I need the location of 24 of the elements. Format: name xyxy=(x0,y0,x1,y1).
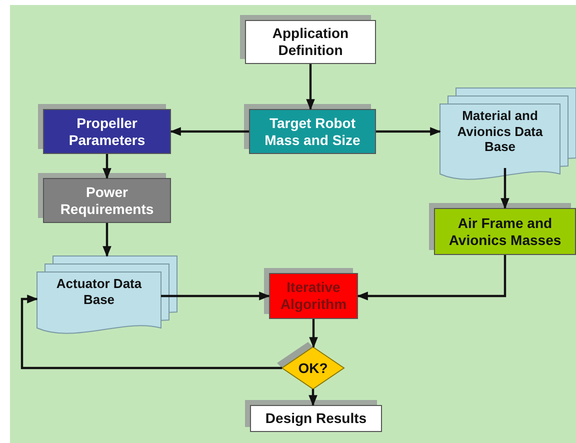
arrow xyxy=(102,154,112,180)
arrow xyxy=(308,389,318,406)
arrow xyxy=(500,168,510,210)
arrow xyxy=(376,127,442,136)
node-label: Power Requirements xyxy=(59,184,155,218)
document-stack xyxy=(440,88,576,180)
arrow xyxy=(170,127,249,136)
decision-diamond xyxy=(277,342,344,389)
arrow xyxy=(161,292,270,300)
document-stack xyxy=(37,256,177,334)
node-label: Air Frame and Avionics Masses xyxy=(448,214,562,248)
node-label: Iterative Algorithm xyxy=(279,279,348,313)
node-label: Actuator Data Base xyxy=(55,276,143,308)
node-label: Target Robot Mass and Size xyxy=(264,114,362,148)
node-label: Design Results xyxy=(265,410,367,427)
node-label: Material and Avionics Data Base xyxy=(456,108,544,155)
arrow xyxy=(20,294,282,370)
arrow xyxy=(102,223,112,258)
node-label: Propeller Parameters xyxy=(68,114,146,148)
node-label: Application Definition xyxy=(271,25,350,59)
node-label: OK? xyxy=(298,360,328,376)
arrow xyxy=(309,319,318,348)
arrow xyxy=(356,255,506,300)
arrow xyxy=(306,64,315,110)
